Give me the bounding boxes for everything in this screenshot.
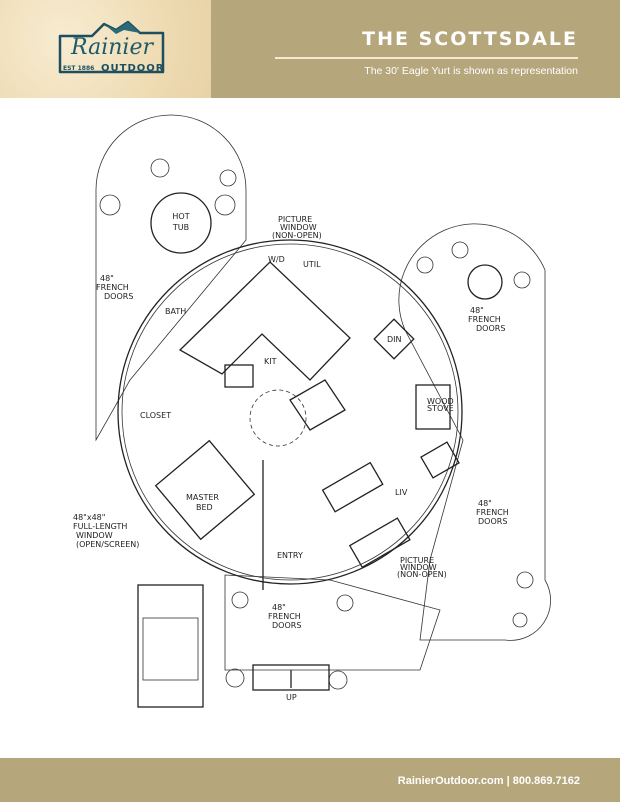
right-deck [398,223,551,641]
title-panel: THE SCOTTSDALE The 30' Eagle Yurt is sho… [211,0,620,98]
logo-panel: Rainier EST 1886 OUTDOOR [0,0,211,98]
label: BATH [165,307,186,316]
hot-tub-label: TUB [172,223,189,232]
shrubs [99,158,534,690]
label: LIV [395,488,408,497]
label: WINDOW [400,563,437,572]
label: 48" [470,306,484,315]
plan-labels: PICTURE WINDOW (NON-OPEN) W/D UTIL 48" F… [73,215,509,702]
label: KIT [264,357,277,366]
label: DIN [387,335,402,344]
label: 48" [272,603,286,612]
label: WINDOW [280,223,317,232]
hot-tub-label: HOT [172,212,189,221]
label: BED [196,503,213,512]
label: UP [286,693,297,702]
title-divider [275,57,578,59]
dining-table [373,318,415,360]
label: CLOSET [140,411,171,420]
hot-tub-deck [95,114,247,442]
page-title: THE SCOTTSDALE [362,28,578,50]
front-deck [224,574,441,671]
living-furniture [321,441,460,569]
label: FRENCH [468,315,501,324]
yurt-wall [117,239,463,585]
rainier-outdoor-logo: Rainier EST 1886 OUTDOOR [58,20,165,74]
page-header: Rainier EST 1886 OUTDOOR THE SCOTTSDALE … [0,0,620,98]
label: UTIL [303,260,321,269]
label: MASTER [186,493,219,502]
label: FRENCH [476,508,509,517]
label: DOORS [104,292,133,301]
logo-est: EST 1886 [63,65,94,72]
page-footer: RainierOutdoor.com | 800.869.7162 [0,758,620,802]
page-subtitle: The 30' Eagle Yurt is shown as represent… [364,65,578,77]
master-bed [154,439,256,541]
label: WOOD [427,397,454,406]
label: FULL-LENGTH [73,522,127,531]
kitchen-cabinets [178,261,351,431]
label: W/D [268,255,285,264]
label: (OPEN/SCREEN) [76,540,139,549]
vehicle [137,584,204,708]
label: 48" [478,499,492,508]
wood-stove [415,384,451,430]
label: ENTRY [277,551,303,560]
label: STOVE [427,404,454,413]
hot-tub [150,192,212,254]
label: DOORS [476,324,505,333]
label: 48" [100,274,114,283]
label: DOORS [478,517,507,526]
label: FRENCH [96,283,129,292]
label: 48"x48" [73,513,105,522]
logo-word: OUTDOOR [101,63,164,74]
label: (NON-OPEN) [397,570,447,579]
floor-plan-sketch: HOT TUB PICTURE WINDOW (NON-OPEN) W/D UT… [73,114,551,708]
stairs [252,664,330,691]
label: FRENCH [268,612,301,621]
footer-contact: RainierOutdoor.com | 800.869.7162 [397,775,580,787]
label: (NON-OPEN) [272,231,322,240]
label: DOORS [272,621,301,630]
logo-script: Rainier [70,35,154,60]
label: PICTURE [400,556,434,565]
label: PICTURE [278,215,312,224]
patio-table [467,264,503,300]
label: WINDOW [76,531,113,540]
